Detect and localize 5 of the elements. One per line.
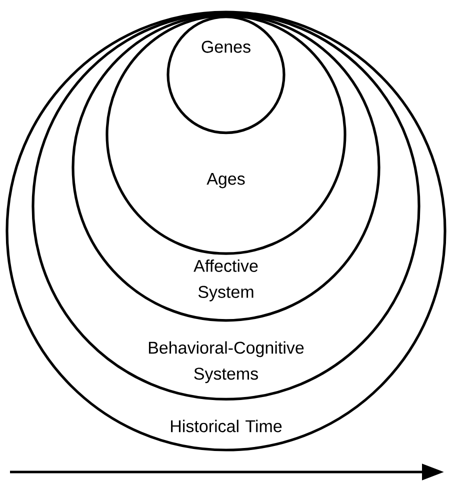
circle-label: Genes xyxy=(202,40,250,53)
circle-label: Behavioral-Cognitive Systems xyxy=(148,341,304,384)
circle-label: Ages xyxy=(206,172,245,188)
circle-label: Historical Time xyxy=(171,420,282,432)
circle-label: Affective System xyxy=(194,259,258,302)
